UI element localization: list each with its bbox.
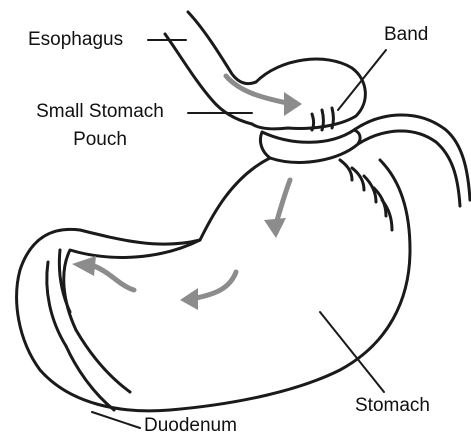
duodenum-outline	[76, 330, 130, 392]
flow-arrow-icon-head	[72, 256, 96, 276]
label-duodenum: Duodenum	[144, 416, 237, 435]
pouch-outline	[252, 59, 365, 129]
label-pouch-line2: Pouch	[5, 126, 195, 154]
stomach-inner-curve	[64, 240, 200, 330]
band-fold-line	[312, 114, 314, 130]
band-fold-line	[332, 108, 334, 128]
band-outline	[260, 130, 360, 162]
label-esophagus: Esophagus	[28, 30, 123, 49]
label-band: Band	[384, 25, 428, 44]
flow-arrow-icon	[196, 272, 236, 298]
label-small-stomach-pouch: Small Stomach Pouch	[5, 98, 195, 153]
flow-arrow-icon-head	[264, 218, 286, 238]
label-stomach: Stomach	[355, 396, 430, 415]
leader-line-stomach	[320, 312, 384, 392]
leader-line-band	[338, 50, 386, 110]
flow-arrow-icon	[94, 266, 134, 290]
stomach-fundus-strap-inner	[358, 131, 460, 206]
flow-arrow-icon	[276, 180, 290, 224]
flow-arrow-icon-head	[284, 92, 302, 116]
stomach-ruga	[340, 160, 352, 180]
esophagus-outline	[188, 12, 256, 84]
band-fold-line	[322, 110, 324, 130]
leader-line-duodenum	[92, 412, 140, 428]
stomach-outline	[17, 158, 410, 411]
label-pouch-line1: Small Stomach	[5, 98, 195, 126]
stomach-ruga	[352, 168, 364, 190]
flow-arrow-icon-head	[180, 288, 198, 310]
